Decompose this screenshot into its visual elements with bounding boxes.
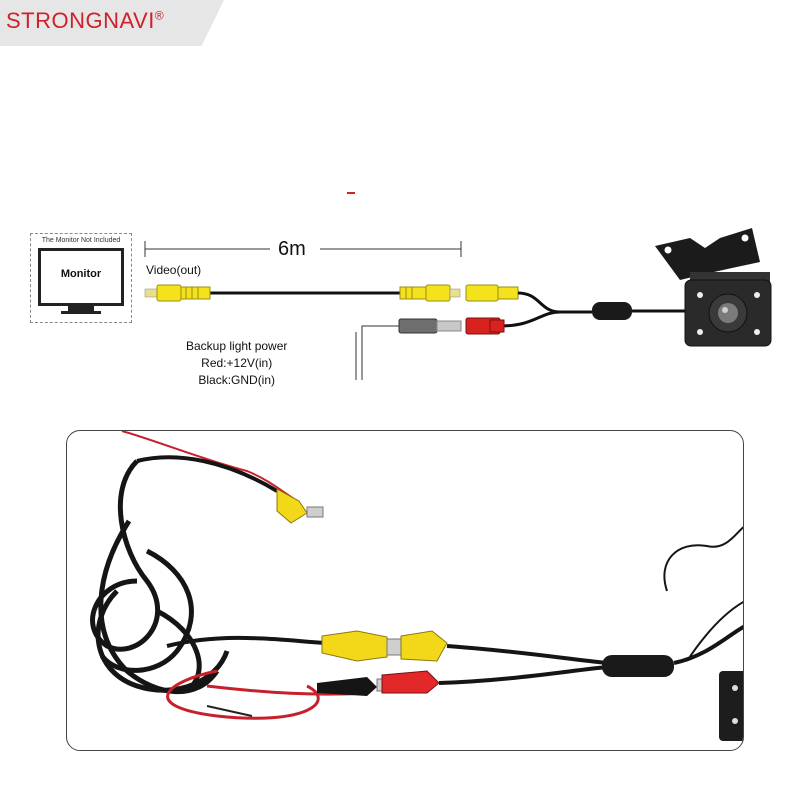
product-photo-illustration <box>90 431 743 741</box>
monitor-base <box>61 311 101 314</box>
backup-power-label: Backup light power Red:+12V(in) Black:GN… <box>186 338 287 389</box>
photo-rca-plug-top <box>276 488 324 524</box>
monitor-stand <box>68 306 94 311</box>
power-red-label: Red:+12V(in) <box>201 356 273 370</box>
photo-rca-connectors <box>321 630 448 662</box>
logo-navi: NAVI <box>103 8 155 33</box>
cable-junction <box>592 302 632 320</box>
red-mark <box>347 192 355 194</box>
logo-registered-mark: ® <box>154 8 165 23</box>
camera-cable-video <box>517 291 592 314</box>
logo-strong: STRONG <box>6 8 104 33</box>
monitor-caption: The Monitor Not Included <box>41 237 121 244</box>
product-photo <box>66 430 744 751</box>
photo-power-connectors <box>317 670 440 696</box>
brand-logo-text: STRONGNAVI® <box>6 8 164 34</box>
brand-logo <box>0 0 224 46</box>
coiled-cable <box>90 459 230 695</box>
video-out-label: Video(out) <box>146 263 202 277</box>
power-title: Backup light power <box>186 339 288 353</box>
power-black-label: Black:GND(in) <box>198 373 276 387</box>
monitor-label: Monitor <box>60 268 102 280</box>
length-dimension-line <box>144 241 462 257</box>
photo-camera-partial <box>719 671 743 741</box>
black-gnd-plug <box>398 318 462 334</box>
rca-socket-right <box>465 284 519 302</box>
monitor-screen: Monitor <box>38 248 124 306</box>
monitor-box: The Monitor Not Included Monitor <box>30 233 132 323</box>
wiring-diagram <box>144 192 772 380</box>
photo-cable-junction <box>602 655 674 677</box>
cable-length-label: 6m <box>278 238 306 260</box>
rca-plug-middle <box>399 284 461 302</box>
power-lead-outline <box>361 325 399 380</box>
red-12v-plug <box>465 317 505 335</box>
rca-plug-left <box>144 284 211 302</box>
camera-cable-power <box>499 310 561 328</box>
reverse-camera-icon <box>655 228 772 347</box>
